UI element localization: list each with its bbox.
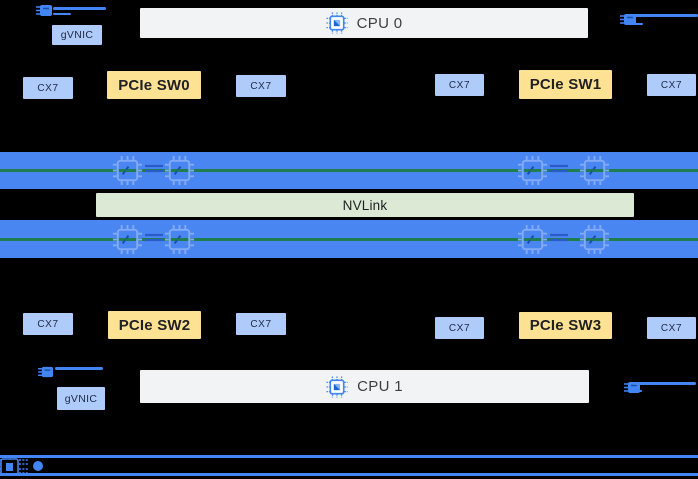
- nic-port-icon: [620, 14, 636, 25]
- gvnic-label: gVNIC: [60, 29, 94, 41]
- gpu-chip-icon: [112, 224, 143, 255]
- node-dot-icon: [33, 461, 43, 471]
- cable-line: [630, 390, 642, 392]
- cable-line: [55, 367, 103, 370]
- gpu-chip-icon: [517, 224, 548, 255]
- cx7-label: CX7: [250, 318, 272, 330]
- nic-port-icon: [38, 366, 54, 378]
- cx7-box: CX7: [647, 74, 696, 96]
- gpu-chip-icon: [579, 155, 610, 186]
- chip-connector: [145, 233, 163, 242]
- nvlink-trace-line: [0, 169, 698, 172]
- nvlink-label: NVLink: [342, 197, 388, 213]
- cable-line: [53, 13, 71, 15]
- cx7-box: CX7: [435, 74, 484, 96]
- cx7-box: CX7: [647, 317, 696, 339]
- cpu-label: CPU 1: [357, 378, 403, 395]
- pcie-switch-box: PCIe SW2: [108, 311, 201, 339]
- nvlink-bar: NVLink: [96, 193, 634, 217]
- cx7-box: CX7: [23, 313, 73, 335]
- gvnic-box: gVNIC: [52, 25, 102, 45]
- nvlink-trace-line: [0, 238, 698, 241]
- cx7-label: CX7: [448, 322, 471, 334]
- cx7-box: CX7: [23, 77, 73, 99]
- gpu-chip-icon: [164, 224, 195, 255]
- gpu-chip-icon: [579, 224, 610, 255]
- gpu-chip-icon: [112, 155, 143, 186]
- gvnic-label: gVNIC: [64, 392, 98, 405]
- cpu-chip-icon: [326, 12, 348, 34]
- chip-connector: [550, 164, 568, 173]
- cx7-box: CX7: [435, 317, 484, 339]
- cx7-label: CX7: [660, 322, 683, 334]
- cable-line: [634, 382, 696, 385]
- cpu-label: CPU 0: [356, 14, 403, 32]
- cable-line: [627, 23, 643, 25]
- nic-port-icon: [36, 5, 52, 16]
- gpu-bar-top: [0, 152, 698, 189]
- pcie-switch-label: PCIe SW2: [118, 316, 191, 334]
- pcie-switch-box: PCIe SW1: [519, 70, 612, 99]
- pcie-switch-label: PCIe SW3: [529, 317, 602, 334]
- cx7-label: CX7: [448, 79, 471, 91]
- cx7-box: CX7: [236, 75, 286, 97]
- pcie-switch-box: PCIe SW3: [519, 312, 612, 339]
- cpu-chip-icon: [326, 375, 348, 398]
- pcie-switch-box: PCIe SW0: [107, 71, 201, 99]
- cable-line: [53, 7, 106, 10]
- gpu-chip-icon: [164, 155, 195, 186]
- pcie-switch-label: PCIe SW0: [118, 76, 190, 94]
- network-rail-line: [0, 455, 698, 458]
- pcie-switch-label: PCIe SW1: [529, 76, 602, 93]
- gpu-bar-bottom: [0, 220, 698, 258]
- cpu1-box: CPU 1: [140, 370, 589, 403]
- cable-line: [634, 14, 698, 17]
- gpu-chip-icon: [517, 155, 548, 186]
- chip-connector: [145, 164, 163, 173]
- network-rail-line: [0, 473, 698, 476]
- cx7-label: CX7: [250, 80, 272, 92]
- cx7-label: CX7: [37, 318, 59, 330]
- gvnic-box: gVNIC: [57, 387, 105, 410]
- cpu0-box: CPU 0: [140, 8, 588, 38]
- cx7-label: CX7: [37, 82, 59, 94]
- cx7-box: CX7: [236, 313, 286, 335]
- chip-connector: [550, 233, 568, 242]
- cx7-label: CX7: [660, 79, 683, 91]
